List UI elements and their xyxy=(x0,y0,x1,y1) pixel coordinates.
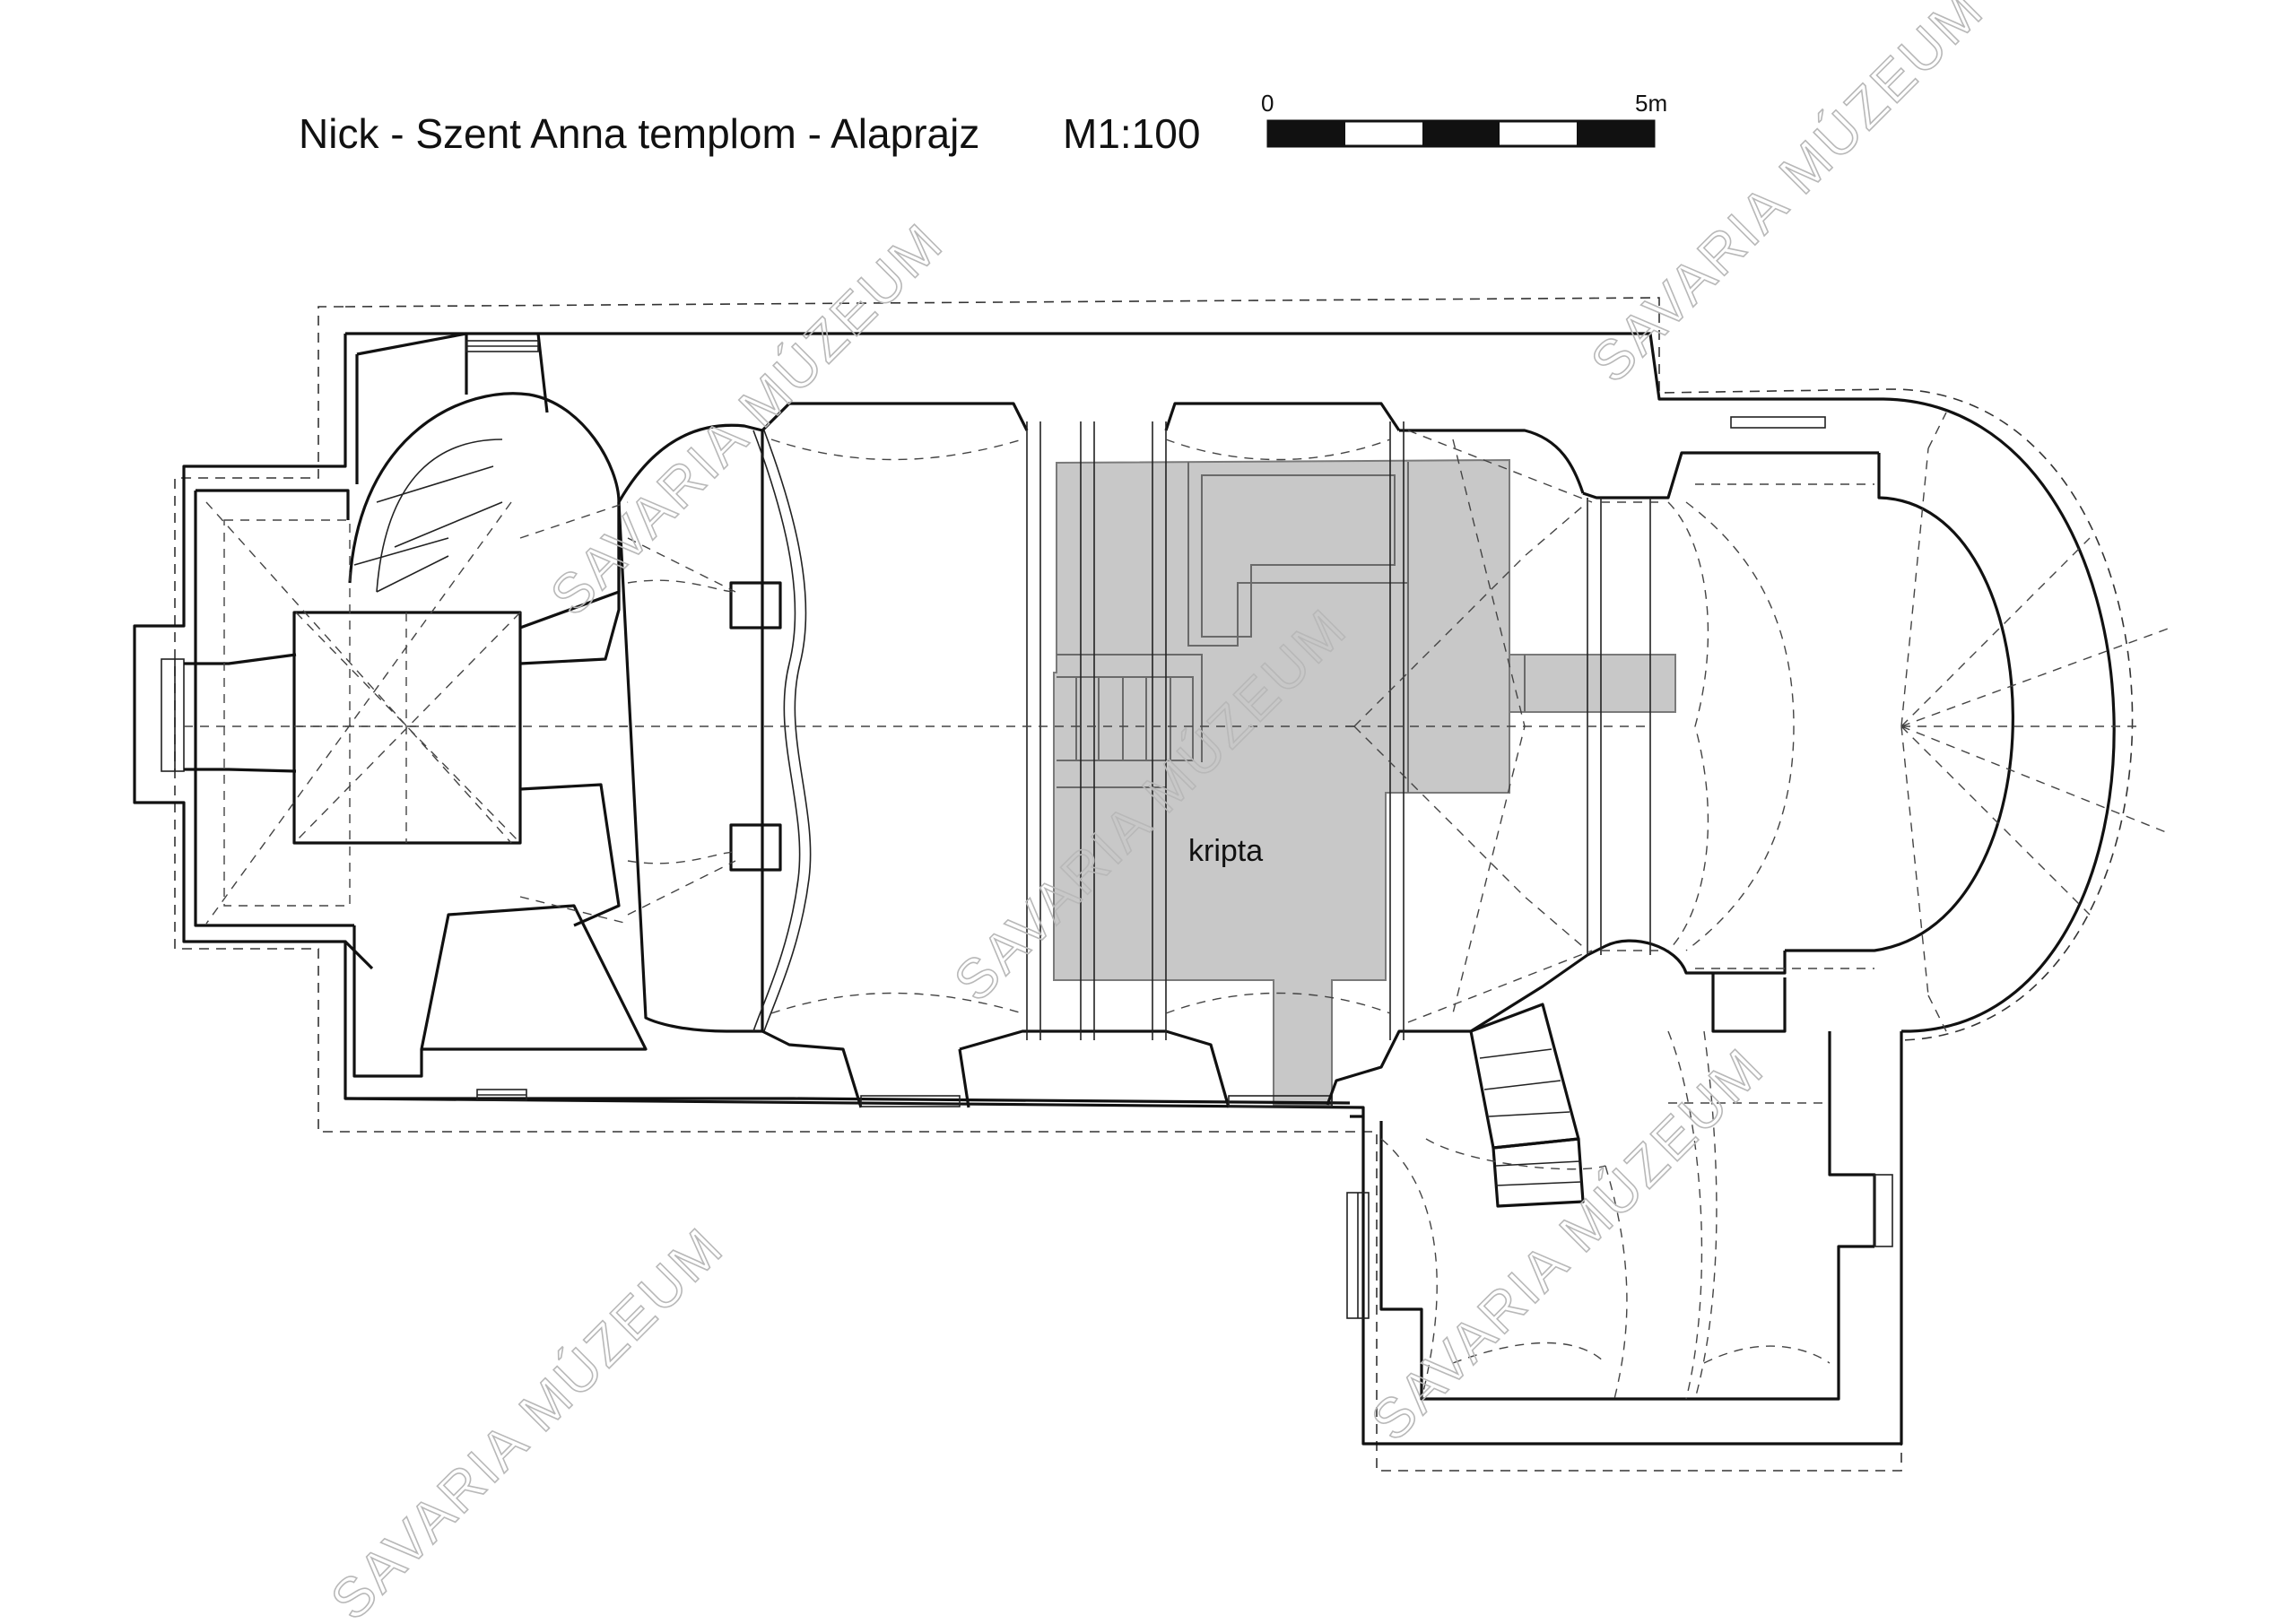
crypt-area xyxy=(1053,458,1676,1106)
scale-bar: 0 5m xyxy=(1261,90,1667,148)
watermark: SAVARIA MÚZEUM xyxy=(539,212,955,628)
watermark: SAVARIA MÚZEUM xyxy=(319,1216,735,1624)
scale-ratio: M1:100 xyxy=(1063,110,1200,157)
scale-bar-start-label: 0 xyxy=(1261,90,1274,117)
tower-west xyxy=(161,332,648,1101)
vault-lines xyxy=(184,412,2171,1400)
scale-bar-end-label: 5m xyxy=(1635,90,1667,117)
nave xyxy=(617,402,1879,1108)
crypt-label: kripta xyxy=(1188,834,1263,868)
watermark: SAVARIA MÚZEUM xyxy=(1579,0,1996,395)
plan-title: Nick - Szent Anna templom - Alaprajz xyxy=(299,110,979,157)
sacristy-stairs xyxy=(1346,416,1893,1319)
watermark-group: SAVARIA MÚZEUM SAVARIA MÚZEUM SAVARIA MÚ… xyxy=(318,0,1996,1624)
foundation-outline xyxy=(174,297,2134,1472)
